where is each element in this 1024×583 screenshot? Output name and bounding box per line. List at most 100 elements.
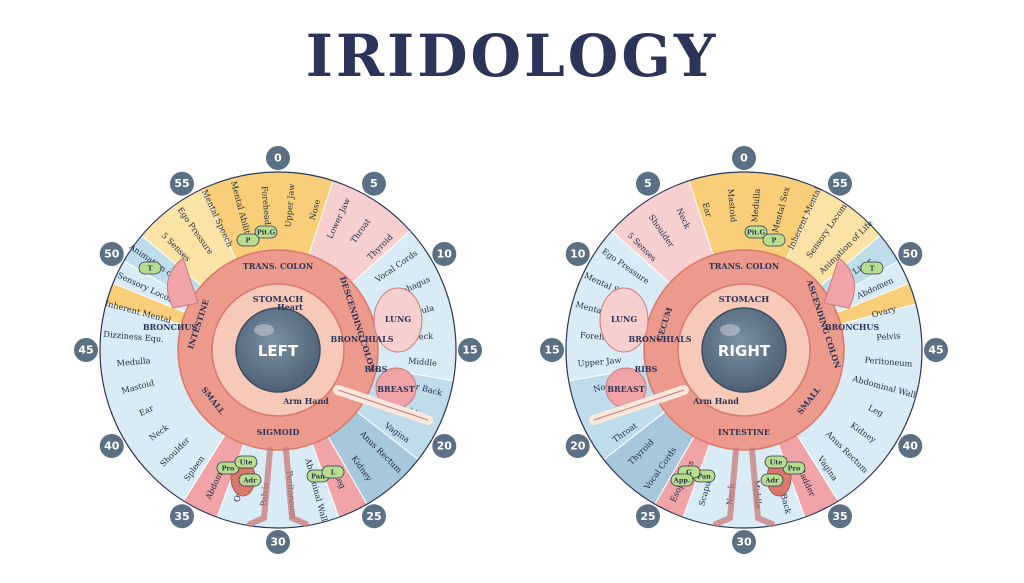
clock-badge: 5 xyxy=(636,171,660,196)
organ-badge-bg xyxy=(764,455,788,469)
zone-label: Middle xyxy=(408,355,438,367)
clock-number: 40 xyxy=(104,440,120,453)
eye-label: RIGHT xyxy=(718,342,771,360)
outer-rim xyxy=(565,171,923,529)
ring-label: INTESTINE xyxy=(718,427,770,437)
organ-label: Heart xyxy=(277,302,303,312)
zone-label: Mastoid xyxy=(726,188,739,222)
clock-number: 15 xyxy=(544,344,559,357)
leg-shape xyxy=(713,447,775,527)
zone-label: Forehead xyxy=(260,186,273,226)
clock-badge: 15 xyxy=(540,338,564,362)
clock-badge: 30 xyxy=(266,530,290,554)
clock-badge-circle xyxy=(732,146,756,170)
clock-badge-circle xyxy=(636,504,660,529)
organ-badge-bg xyxy=(138,261,162,275)
clock-badge-circle xyxy=(99,242,124,266)
organ-badge-label: Pro xyxy=(788,465,801,473)
organ-badge-bg xyxy=(236,233,260,247)
organ-label: RIBS xyxy=(635,364,658,374)
clock-badge: 35 xyxy=(828,504,852,529)
clock-badge-circle xyxy=(898,434,923,458)
organ-badge-label: G xyxy=(686,469,692,477)
organ-badge-label: T xyxy=(148,265,153,273)
organ-label: RIBS xyxy=(365,364,388,374)
clock-badge: 50 xyxy=(99,242,124,266)
organ-badge-bg xyxy=(238,473,262,487)
leg-shape xyxy=(247,447,309,527)
organ-label: BRONCHIALS xyxy=(629,334,692,344)
organ-badge-bg xyxy=(234,455,258,469)
stomach-label: STOMACH xyxy=(719,295,770,305)
clock-number: 50 xyxy=(104,248,120,261)
organ-badge-label: P xyxy=(246,237,251,245)
clock-badge-circle xyxy=(636,171,660,196)
organ-badge-label: T xyxy=(870,265,875,273)
zone-label: Medulla xyxy=(749,188,762,223)
eye-label: LEFT xyxy=(258,342,299,360)
zone-label: Upper Jaw xyxy=(283,183,297,228)
clock-badge-circle xyxy=(732,530,756,554)
clock-number: 5 xyxy=(644,177,652,190)
arm-outline xyxy=(593,389,685,421)
clock-badge-circle xyxy=(362,504,386,529)
clock-badge: 0 xyxy=(732,146,756,170)
organ-badge-label: Ute xyxy=(240,459,253,467)
organ-label: LUNG xyxy=(611,314,637,324)
clock-number: 30 xyxy=(270,536,286,549)
clock-badge-circle xyxy=(828,504,852,529)
organ-label: Arm Hand xyxy=(282,396,329,406)
clock-number: 15 xyxy=(462,344,477,357)
clock-number: 35 xyxy=(832,510,847,523)
clock-badge-circle xyxy=(540,338,564,362)
organ-badge-label: Ute xyxy=(770,459,783,467)
pupil xyxy=(701,307,787,393)
organ-badge-label: Pit.G xyxy=(257,229,276,237)
clock-number: 50 xyxy=(903,248,919,261)
clock-number: 25 xyxy=(366,510,381,523)
clock-number: 10 xyxy=(570,248,586,261)
clock-badge: 20 xyxy=(565,434,590,458)
clock-badge-circle xyxy=(432,434,457,458)
clock-badge-circle xyxy=(170,171,194,196)
clock-number: 0 xyxy=(274,152,282,165)
clock-badge: 10 xyxy=(565,242,590,266)
organ-badge-bg xyxy=(254,225,278,239)
clock-number: 45 xyxy=(78,344,93,357)
clock-badge-circle xyxy=(432,242,457,266)
pupil-highlight xyxy=(254,324,274,336)
ring-label: TRANS. COLON xyxy=(243,261,313,271)
clock-number: 55 xyxy=(174,177,189,190)
clock-badge-circle xyxy=(362,171,386,196)
organ-label: BREAST xyxy=(607,384,644,394)
clock-badge: 50 xyxy=(898,242,923,266)
lung-shape xyxy=(373,287,423,353)
organ-label: Arm Hand xyxy=(692,396,739,406)
clock-number: 55 xyxy=(832,177,847,190)
organ-label: BRONCHIALS xyxy=(331,334,394,344)
clock-badge-circle xyxy=(828,171,852,196)
clock-badge: 0 xyxy=(266,146,290,170)
clock-badge-circle xyxy=(99,434,124,458)
clock-badge: 40 xyxy=(898,434,923,458)
organ-label: BREAST xyxy=(377,384,414,394)
clock-number: 20 xyxy=(437,440,453,453)
organ-badge-label: Adr xyxy=(242,477,257,485)
organ-badge-bg xyxy=(860,261,884,275)
lung-shape xyxy=(599,287,649,353)
clock-number: 45 xyxy=(928,344,943,357)
zone-label: Peritoneum xyxy=(864,355,913,369)
stomach-label: STOMACH xyxy=(253,295,304,305)
zone-label: Neck xyxy=(411,330,434,342)
clock-number: 40 xyxy=(903,440,919,453)
clock-badge: 45 xyxy=(924,338,948,362)
organ-badge-label: Pan xyxy=(697,473,711,481)
clock-number: 25 xyxy=(640,510,655,523)
organ-badge-bg xyxy=(744,225,768,239)
clock-number: 5 xyxy=(370,177,378,190)
organ-badge-label: L xyxy=(331,469,336,477)
organ-label: BRONCHUS xyxy=(825,322,880,332)
clock-number: 35 xyxy=(174,510,189,523)
clock-badge: 30 xyxy=(732,530,756,554)
